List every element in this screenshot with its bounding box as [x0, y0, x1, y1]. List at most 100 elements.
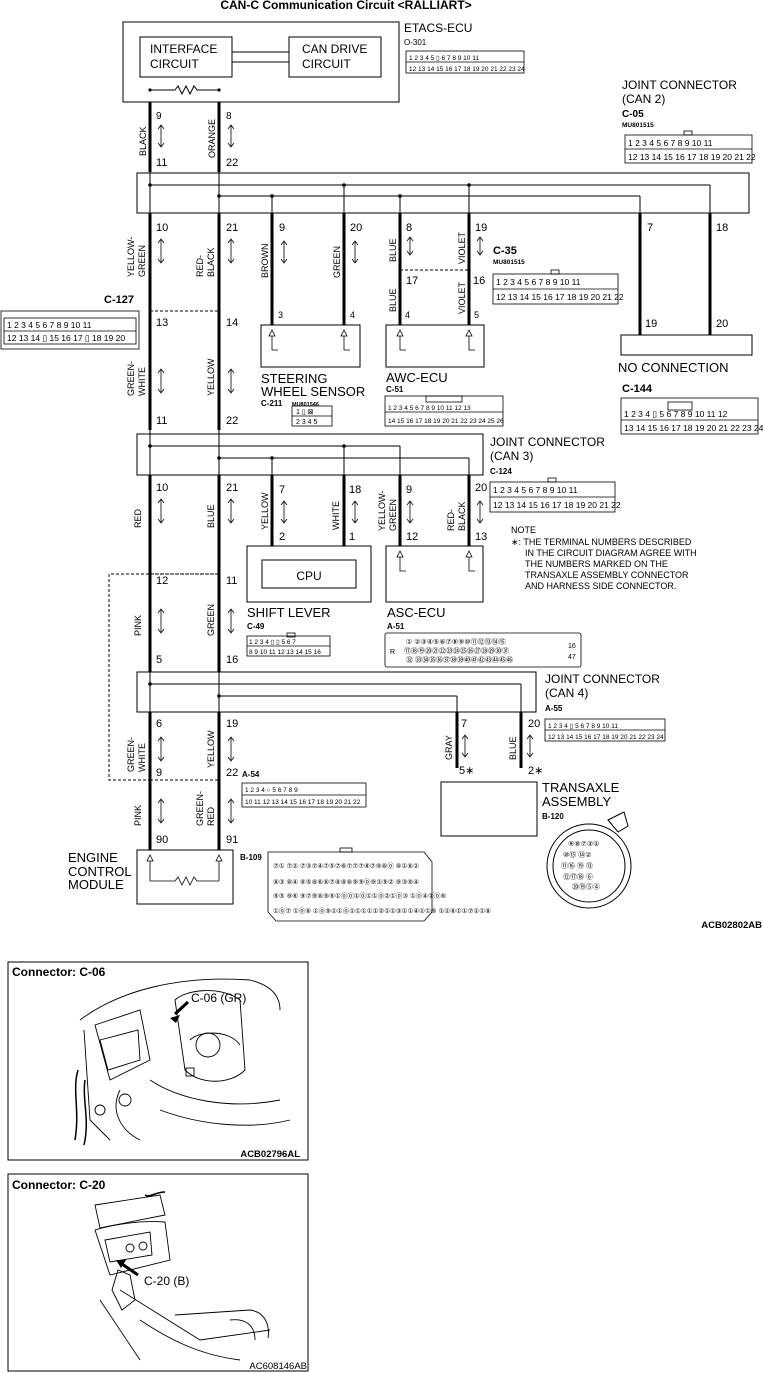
interface-circuit-label: INTERFACE	[150, 42, 217, 56]
a54-conn: A-54	[242, 770, 260, 779]
pin-label: 14	[226, 317, 238, 329]
steering-conn: C-211	[261, 399, 283, 408]
wire-label: VIOLET	[457, 231, 467, 264]
pin-label: 16	[473, 275, 485, 287]
c127-conn: C-127	[104, 294, 134, 306]
pin-label: 6	[156, 718, 162, 730]
note-line: AND HARNESS SIDE CONNECTOR.	[525, 581, 676, 591]
svg-text:1 ▯ ⊠: 1 ▯ ⊠	[296, 409, 314, 416]
transaxle-assembly	[440, 781, 538, 837]
svg-text:1 2 3 4 5 6 7 8 9 10 11 12 13: 1 2 3 4 5 6 7 8 9 10 11 12 13	[388, 405, 471, 412]
wire-label: GREEN	[388, 499, 398, 531]
svg-text:1 2 3 4 5 6 7 8 9 10 11: 1 2 3 4 5 6 7 8 9 10 11	[496, 277, 581, 287]
pin-label: 22	[226, 767, 238, 779]
connector-c20-panel: Connector: C-20 C-20 (B) AC608146AB	[7, 1173, 309, 1372]
shift-conn: C-49	[247, 622, 265, 631]
transaxle-conn: B-120	[542, 812, 564, 821]
c35-part: MU801515	[493, 259, 525, 266]
awc-ecu	[385, 324, 485, 368]
svg-text:1 2 3 4 5 6 7 8 9 10 11: 1 2 3 4 5 6 7 8 9 10 11	[628, 138, 713, 148]
diagram-title: CAN-C Communication Circuit <RALLIART>	[220, 0, 471, 12]
steering-part: MU801546	[292, 402, 319, 408]
svg-text:⑦① ⑦② ⑦③⑦④⑦⑤⑦⑥⑦⑦⑦⑧⑦⑨⑧⓪ ⑧①⑧②: ⑦① ⑦② ⑦③⑦④⑦⑤⑦⑥⑦⑦⑦⑧⑦⑨⑧⓪ ⑧①⑧②	[273, 862, 419, 870]
pin-label: 19	[475, 222, 487, 234]
pin-label: 4	[405, 310, 410, 320]
panel1-code: ACB02796AL	[240, 1149, 300, 1160]
pin-label: 8	[406, 222, 412, 234]
joint-can4-name-2: (CAN 4)	[545, 686, 588, 700]
joint-can3-name: JOINT CONNECTOR	[490, 435, 605, 449]
pin-label: 18	[349, 484, 361, 496]
c35-conn: C-35	[493, 245, 517, 257]
pin-label: 10	[156, 222, 168, 234]
engine-control-module	[136, 849, 234, 905]
svg-text:⑫⑰⑱ ⑥: ⑫⑰⑱ ⑥	[563, 873, 593, 881]
svg-text:14 15 16 17 18 19 20 21 22 23: 14 15 16 17 18 19 20 21 22 23 24 25 26	[388, 418, 504, 425]
svg-text:47: 47	[568, 654, 576, 661]
steering-wheel-sensor	[260, 324, 361, 368]
pin-label: 20	[528, 718, 540, 730]
wire-label: BLUE	[388, 288, 398, 312]
pin-label: 20	[716, 318, 728, 330]
can-drive-label-2: CIRCUIT	[302, 57, 351, 71]
panel2-callout: C-20 (B)	[144, 1274, 189, 1288]
pin-label: 12	[406, 531, 418, 543]
joint-can4-name: JOINT CONNECTOR	[545, 672, 660, 686]
pin-label: 90	[156, 834, 168, 846]
wire-label: GREEN	[206, 604, 216, 636]
pin-label: 2	[279, 531, 285, 543]
svg-text:①⓪⑦ ①⓪⑧ ①⓪⑨①①⓪①①①①①②①①③①①④①①⑤: ①⓪⑦ ①⓪⑧ ①⓪⑨①①⓪①①①①①②①①③①①④①①⑤ ①①⑥①①⑦①①⑧	[273, 907, 491, 915]
svg-text:12 13 14 15 16 17 18 19 20 21: 12 13 14 15 16 17 18 19 20 21 22	[496, 292, 624, 302]
svg-text:㉜ ㉝㉞㉟㊱㊲㊳㊴㊵㊶㊷㊸㊹㊺㊻: ㉜ ㉝㉞㉟㊱㊲㊳㊴㊵㊶㊷㊸㊹㊺㊻	[406, 656, 513, 664]
wire-label: GREEN	[137, 245, 147, 277]
wire-label: WHITE	[137, 743, 147, 772]
wire-label: BLUE	[206, 504, 216, 528]
ecm-name-2: CONTROL	[68, 864, 132, 879]
svg-text:⑰⑱⑲⑳㉑㉒㉓㉔㉕㉖㉗㉘㉙㉚㉛: ⑰⑱⑲⑳㉑㉒㉓㉔㉕㉖㉗㉘㉙㉚㉛	[404, 647, 509, 655]
wire-label: BLACK	[457, 501, 467, 531]
pin-label: 13	[475, 531, 487, 543]
svg-text:12 13 14 15 16 17 18 19 20 21: 12 13 14 15 16 17 18 19 20 21 22	[628, 152, 756, 162]
pin-label: 20	[350, 222, 362, 234]
transaxle-name: TRANSAXLE	[542, 780, 620, 795]
pin-label: 9	[279, 222, 285, 234]
note-line: THE NUMBERS MARKED ON THE	[525, 559, 668, 569]
note-line: TRANSAXLE ASSEMBLY CONNECTOR	[525, 570, 689, 580]
svg-text:1 2 3 4 ▯ 5 6 7 8 9 10 11 12: 1 2 3 4 ▯ 5 6 7 8 9 10 11 12	[624, 409, 728, 419]
note-line: IN THE CIRCUIT DIAGRAM AGREE WITH	[525, 548, 697, 558]
svg-text:13 14 15 16 17 18 19 20 21 22: 13 14 15 16 17 18 19 20 21 22 23 24	[624, 423, 763, 433]
arrow-icon	[173, 1000, 190, 1016]
pin-label: 5	[474, 310, 479, 320]
pin-label: 22	[226, 157, 238, 169]
can-drive-label: CAN DRIVE	[302, 42, 367, 56]
svg-text:① ②③④⑤⑥⑦⑧⑨⑩⑪⑫⑬⑭⑮: ① ②③④⑤⑥⑦⑧⑨⑩⑪⑫⑬⑭⑮	[406, 638, 506, 646]
wire-label: PINK	[133, 615, 143, 636]
shift-lever	[246, 545, 372, 603]
svg-text:10 11 12 13 14 15 16 17 18 19: 10 11 12 13 14 15 16 17 18 19 20 21 22	[245, 799, 361, 806]
wire-label: BROWN	[260, 244, 270, 279]
wire-label: RED-	[195, 255, 205, 277]
no-connection-name: NO CONNECTION	[618, 360, 729, 375]
wire-label: RED	[133, 508, 143, 528]
pin-label: 5	[156, 654, 162, 666]
etacs-ecu: INTERFACE CIRCUIT CAN DRIVE CIRCUIT ETAC…	[122, 21, 525, 103]
connector-c06-panel: Connector: C-06 C-06 (GR) ACB02796AL	[7, 961, 309, 1161]
pin-label: 4	[350, 310, 355, 320]
pin-label: 11	[226, 575, 237, 587]
svg-text:1 2 3 4 5 ▯ 6 7 8 9 10 11: 1 2 3 4 5 ▯ 6 7 8 9 10 11	[409, 55, 479, 62]
joint-can2-name: JOINT CONNECTOR	[622, 78, 737, 92]
wire-label-black: BLACK	[138, 126, 148, 156]
pin-label: 2∗	[528, 765, 543, 777]
awc-name: AWC-ECU	[386, 370, 448, 385]
svg-text:⑳⑲⑤④: ⑳⑲⑤④	[572, 883, 600, 891]
svg-text:⑪⑯ ⑲ ⑬: ⑪⑯ ⑲ ⑬	[561, 862, 593, 870]
wire-label: WHITE	[137, 367, 147, 396]
wire-label: YELLOW	[206, 358, 216, 396]
pin-label: 17	[406, 275, 418, 287]
wire-label: YELLOW	[260, 492, 270, 530]
panel1-title: Connector: C-06	[12, 965, 106, 979]
svg-text:16: 16	[568, 643, 576, 650]
svg-text:⑨⑧⑦③①: ⑨⑧⑦③①	[568, 840, 599, 848]
transaxle-name-2: ASSEMBLY	[542, 794, 611, 809]
